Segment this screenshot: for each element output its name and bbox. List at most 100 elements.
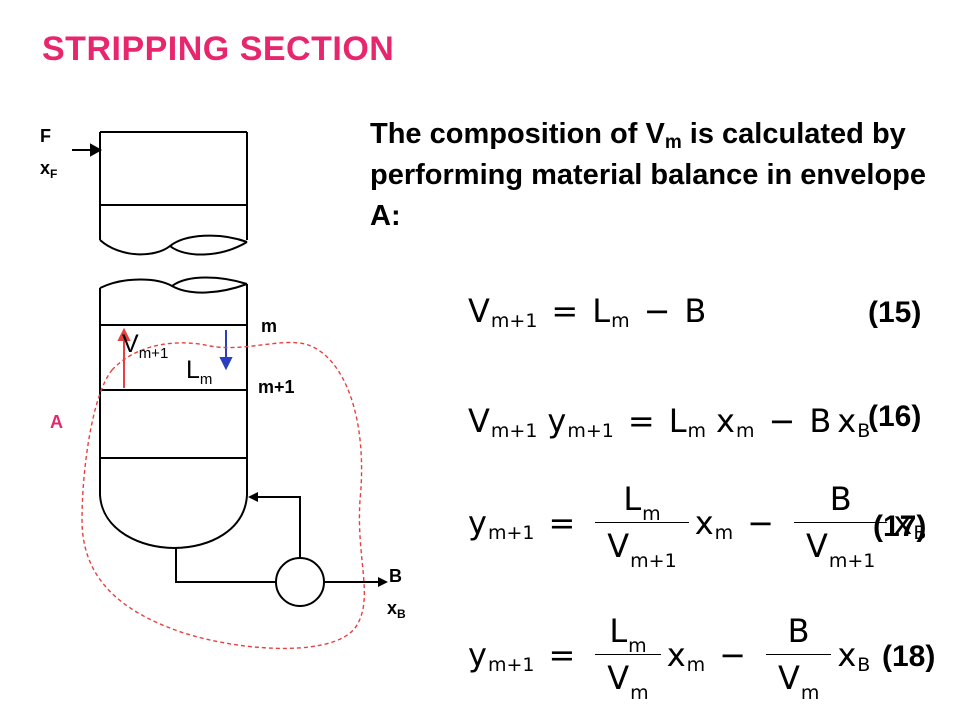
eq17-frac1-denominator: Vm+1 [595,522,689,572]
eq15-L: L [592,292,611,330]
intro-subscript: m [664,132,682,153]
eq17-L-sub: m [642,503,661,525]
eq15-V-sub: m+1 [490,310,538,332]
boilup-arrowhead [248,492,258,502]
envelope-a-label: A [50,412,63,432]
eq16-equals: = [627,402,655,440]
eq17-B: B [829,480,852,518]
eq18-y: y [468,635,487,674]
eq18-y-sub: m+1 [487,653,535,676]
eq16-y: y [547,402,567,440]
eq18-x-sub: m [686,653,706,676]
eq17-frac2-numerator: B [818,480,864,522]
reboiler-loop [175,496,380,607]
eq16-x: x [716,402,735,440]
eq17-frac2-denominator: Vm+1 [793,522,888,572]
eq18-minus: − [719,635,746,674]
eq17-xB: x [893,503,913,542]
bottoms-arrowhead [378,577,388,587]
liquid-arrow [219,330,233,371]
equation-17-number: (17) [873,510,927,543]
vapor-label-sub: m+1 [138,345,169,362]
vapor-label: Vm+1 [122,330,168,361]
eq17-V2-sub: m+1 [828,550,876,572]
eq18-frac1-numerator: Lm [597,612,658,657]
feed-label: F [40,126,51,146]
eq15-B: B [684,292,707,330]
eq17-fraction-2: B Vm+1 [793,480,888,572]
eq15-equals: = [551,292,579,330]
eq18-frac2-denominator: Vm [765,654,832,704]
eq18-xB: x [837,635,857,674]
eq18-L-sub: m [628,635,647,657]
eq18-xB-sub: B [857,653,871,676]
bottoms-composition-label: xB [387,598,406,621]
eq16-xB-sub: B [857,420,871,442]
equation-16-number: (16) [868,400,922,433]
tray-m-label: m [261,316,278,336]
eq17-frac1-numerator: Lm [611,480,672,525]
feed-composition-sub: F [50,167,58,181]
eq18-fraction-1: Lm Vm [595,612,661,704]
eq16-xB: x [837,402,857,440]
eq17-equals: = [548,503,576,542]
equation-18-number: (18) [882,640,936,673]
eq15-minus: − [643,292,671,330]
eq17-y: y [468,503,487,542]
eq17-V2: V [805,527,828,565]
eq16-L-sub: m [687,420,707,442]
eq15-L-sub: m [611,310,630,332]
eq16-V: V [468,402,490,440]
intro-text-end: is calculated by performing material bal… [370,118,926,232]
page-title: STRIPPING SECTION [42,30,395,68]
eq16-L: L [668,402,687,440]
eq17-x: x [694,503,714,542]
eq18-frac1-denominator: Vm [595,654,661,704]
eq18-frac2-numerator: B [776,612,822,654]
feed-arrow [72,143,103,157]
intro-text: The composition of Vm is calculated by p… [370,114,950,237]
eq18-L: L [609,612,628,650]
eq18-equals: = [548,635,576,674]
eq17-x-sub: m [714,521,734,544]
liquid-label-base: L [186,356,200,384]
eq17-y-sub: m+1 [487,521,535,544]
lower-column-section [99,276,248,550]
eq15-V: V [468,292,490,330]
eq18-V-sub: m [630,682,649,704]
liquid-label-sub: m [199,371,213,388]
eq18-fraction-2: B Vm [765,612,832,704]
tray-m1-label: m+1 [258,377,295,397]
eq16-minus: − [768,402,796,440]
eq16-B: B [809,402,832,440]
intro-text-start: The composition of V [370,118,665,150]
bottoms-label: B [389,566,402,586]
envelope-a [81,341,365,650]
vapor-arrow [117,327,131,388]
bottoms-composition-sub: B [397,607,406,621]
eq16-V-sub: m+1 [490,420,538,442]
eq17-minus: − [747,503,774,542]
equation-15-number: (15) [868,296,922,329]
eq18-V2: V [777,659,800,697]
liquid-label: Lm [186,356,212,387]
eq16-y-sub: m+1 [567,420,614,442]
eq18-V: V [607,659,630,697]
vapor-label-base: V [122,330,139,358]
eq16-x-sub: m [735,420,755,442]
eq17-fraction-1: Lm Vm+1 [595,480,689,572]
upper-column-section [99,131,248,256]
feed-composition-label: xF [40,158,58,181]
feed-composition-base: x [40,158,51,178]
eq17-L: L [623,480,642,518]
eq18-V2-sub: m [800,682,820,704]
eq18-B: B [787,612,810,650]
bottoms-composition-base: x [387,598,398,618]
eq17-V: V [607,527,630,565]
eq17-xB-sub: B [913,521,927,544]
